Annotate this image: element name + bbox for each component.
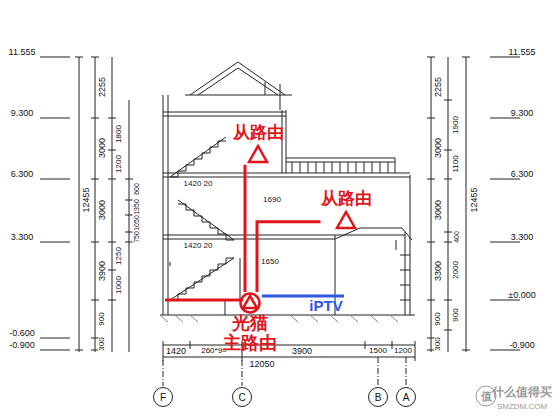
dimension-text: iPTV <box>309 298 342 313</box>
dimension-text: 11.555 <box>509 48 536 57</box>
dimension-text: 1000 <box>115 276 123 294</box>
dimension-text: 3900 <box>98 261 107 281</box>
dimension-text: 3000 <box>434 138 443 158</box>
router-node: 从路由 <box>233 124 284 165</box>
modem-symbol <box>239 292 261 314</box>
dimension-text: 3000 <box>98 200 107 220</box>
dimension-text: 1100 <box>452 155 460 172</box>
axis-bubble: C <box>232 387 252 407</box>
dimension-text: 400 <box>453 231 460 243</box>
dimension-text: 300 <box>98 337 106 350</box>
dimension-text: 1500 <box>369 347 387 355</box>
router-label: 从路由 <box>233 124 284 143</box>
axis-letter: A <box>403 392 410 403</box>
axis-bubble: B <box>368 387 388 407</box>
dimension-text: 1420 <box>166 347 186 356</box>
dimension-text: 900 <box>452 308 460 321</box>
main-router-node: 光猫主路由 <box>223 292 277 354</box>
dimension-text: 12455 <box>470 187 479 212</box>
router-node: 从路由 <box>321 190 372 231</box>
dimension-text: 3900 <box>292 347 312 356</box>
dimension-text: 12455 <box>82 187 91 212</box>
dimension-text: 6.300 <box>11 170 34 179</box>
axis-bubble: A <box>396 387 416 407</box>
dimension-text: 9.300 <box>11 109 34 118</box>
dimension-text: 1650 <box>261 258 279 266</box>
axis-bubble: F <box>153 387 173 407</box>
dimension-text: 1800 <box>115 125 123 143</box>
dimension-text: 2255 <box>434 77 443 97</box>
dimension-text: SMZDM.COM <box>497 403 547 411</box>
dimension-text: 值 <box>481 391 492 402</box>
dimension-text: 1250 <box>115 247 123 265</box>
dimension-text: 900 <box>434 312 442 325</box>
router-label: 从路由 <box>321 190 372 209</box>
dimension-text: 2255 <box>98 77 107 97</box>
dimension-text: 11.555 <box>9 48 36 57</box>
dimension-text: 1420 20 <box>184 180 213 188</box>
router-label: 光猫 <box>232 314 268 334</box>
dimension-text: -0.600 <box>9 329 35 338</box>
axis-letter: F <box>160 392 166 403</box>
dimension-text: 2000 <box>452 261 460 279</box>
dimension-text: 300 <box>434 337 442 350</box>
dimension-text: 3000 <box>434 200 443 220</box>
dimension-text: ±0.000 <box>508 291 535 300</box>
dimension-text: 3.300 <box>11 233 34 242</box>
dimension-text: 1200 <box>394 347 412 355</box>
network-cable <box>245 165 246 292</box>
router-symbol <box>335 209 357 231</box>
dimension-text: 600 <box>133 183 140 195</box>
dimension-text: 260*9= <box>201 347 227 355</box>
axis-letter: C <box>238 392 245 403</box>
dimension-text: 1050 <box>133 215 140 231</box>
dimension-text: -0.900 <box>9 341 35 350</box>
dimension-text: -0.900 <box>509 341 535 350</box>
network-cable <box>257 222 321 292</box>
dimension-text: 6.300 <box>511 170 534 179</box>
dimension-text: 3000 <box>98 138 107 158</box>
dimension-text: 3300 <box>434 261 443 281</box>
dimension-text: 1350 <box>133 199 140 215</box>
dimension-text: 1420 20 <box>184 242 213 250</box>
dimension-text: 什么值得买 <box>492 386 552 398</box>
dimension-text: 750 <box>133 231 140 243</box>
dimension-text: 12050 <box>249 360 274 369</box>
dimension-text: 900 <box>98 312 106 325</box>
dimension-text: 1900 <box>452 116 460 134</box>
dimension-text: 1200 <box>115 155 123 173</box>
router-symbol <box>247 143 269 165</box>
dimension-text: 9.300 <box>511 109 534 118</box>
router-label: 主路由 <box>223 334 277 354</box>
dimension-text: 1690 <box>263 196 281 204</box>
axis-letter: B <box>375 392 382 403</box>
dimension-text: 3.300 <box>511 233 534 242</box>
